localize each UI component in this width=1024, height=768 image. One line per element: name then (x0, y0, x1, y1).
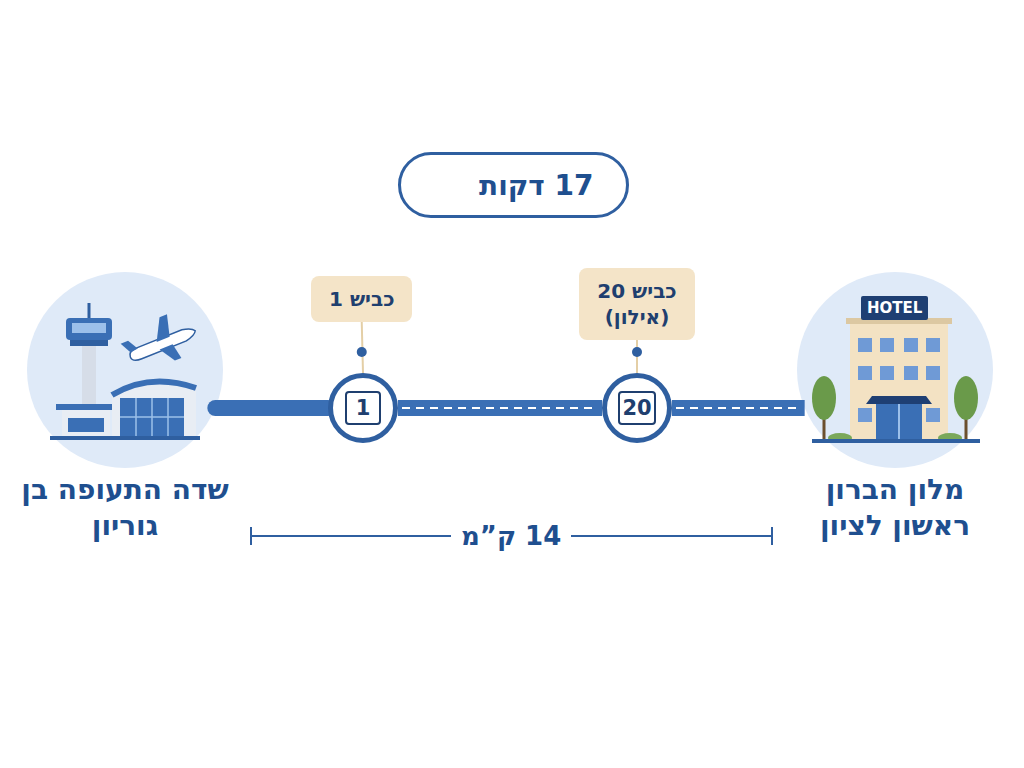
airport-node: שדה התעופה בן גוריון (27, 272, 223, 468)
hotel-illustration (797, 272, 993, 468)
node-text: 20 (618, 391, 655, 425)
leader-line (632, 340, 642, 373)
node-text: מלון הברון ראשון לציון (790, 472, 1000, 545)
distance-label: 14 ק”מ (451, 521, 571, 551)
road-segment (215, 408, 328, 409)
road-callout: כביש 1 (311, 276, 412, 322)
time-pill: 17 דקות (398, 152, 629, 218)
leader-line (357, 322, 367, 373)
hotel-sign: HOTEL (861, 296, 928, 320)
road-segment (672, 408, 805, 409)
node-text: שדה התעופה בן גוריון (20, 472, 230, 545)
road-callout: כביש 20 (אילון) (579, 268, 695, 340)
node-text: 1 (345, 391, 381, 425)
node-text: כביש 20 (אילון) (597, 278, 677, 330)
node-text: כביש 1 (329, 286, 394, 312)
road-segment (398, 408, 602, 409)
node-text: 17 דקות (479, 169, 594, 202)
road-marker: 1 (328, 373, 398, 443)
airport-illustration (27, 272, 223, 468)
road-marker: 20 (602, 373, 672, 443)
